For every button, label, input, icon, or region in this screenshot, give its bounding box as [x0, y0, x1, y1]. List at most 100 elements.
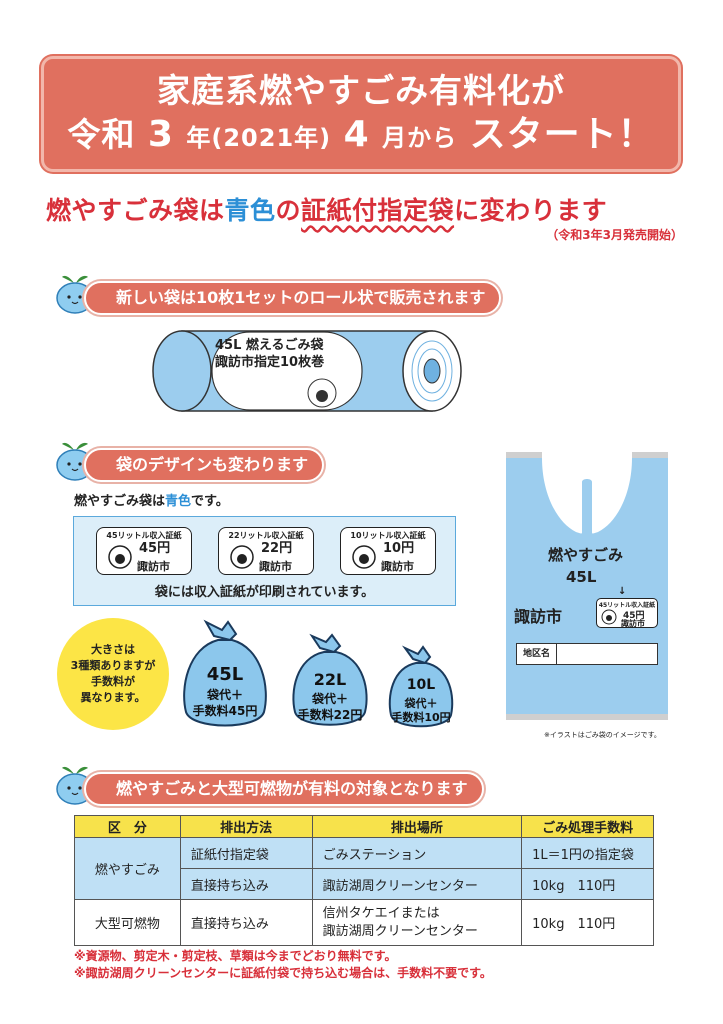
bag-line2: 手数料10円 — [391, 711, 451, 724]
release-note: （令和3年3月発売開始） — [546, 228, 683, 242]
banner-title-line1: 家庭系燃やすごみ有料化が — [157, 70, 565, 110]
stamp-title: 45リットル収入証紙 — [106, 531, 182, 540]
table-header-row: 区 分 排出方法 排出場所 ごみ処理手数料 — [74, 815, 654, 838]
title-banner: 家庭系燃やすごみ有料化が 令和 3 年(2021年) 4 月から スタート！ — [41, 56, 681, 172]
stamps-caption: 袋には収入証紙が印刷されています。 — [154, 585, 375, 600]
header-place: 排出場所 — [311, 815, 523, 838]
subheading: 燃やすごみ袋は青色の証紙付指定袋に変わります — [46, 191, 686, 227]
section-title-roll: 新しい袋は10枚1セットのロール状で販売されます — [84, 281, 502, 315]
desc-blue: 青色 — [165, 494, 192, 509]
header-category: 区 分 — [74, 815, 181, 838]
fee-table: 区 分 排出方法 排出場所 ごみ処理手数料 燃やすごみ 証紙付指定袋 ごみステー… — [74, 815, 654, 946]
cell-place: ごみステーション — [311, 837, 523, 869]
desc-part3: です。 — [191, 494, 229, 509]
cell-place: 信州タケエイまたは 諏訪湖周クリーンセンター — [311, 899, 523, 946]
section-title-targets: 燃やすごみと大型可燃物が有料の対象となります — [84, 772, 484, 806]
bag-size: 45L — [206, 664, 244, 685]
city-emblem-icon — [108, 545, 132, 569]
bag-line1: 袋代＋ — [206, 688, 243, 702]
subhead-part5: に変わります — [454, 196, 608, 225]
city-emblem-icon — [601, 609, 617, 625]
bag-line1: 袋代＋ — [311, 692, 348, 706]
tied-bag-icon — [388, 645, 454, 728]
tied-bag-icon — [183, 619, 267, 727]
city-emblem-icon — [230, 545, 254, 569]
design-description: 燃やすごみ袋は青色です。 — [74, 490, 229, 509]
notice-line: 手数料が — [91, 675, 135, 688]
cell-place-line1: 信州タケエイまたは — [322, 905, 440, 921]
stamp-price: 10円 — [383, 541, 415, 556]
cell-fee: 10kg 110円 — [521, 899, 654, 946]
cell-place: 諏訪湖周クリーンセンター — [311, 868, 523, 900]
city-emblem-icon — [352, 545, 376, 569]
district-label: 地区名 — [517, 644, 557, 664]
banner-start: スタート！ — [469, 113, 655, 155]
bag-title: 燃やすごみ — [548, 546, 624, 564]
district-field: 地区名 — [516, 643, 658, 665]
stamp-title: 10リットル収入証紙 — [350, 531, 426, 540]
cell-method: 直接持ち込み — [179, 899, 313, 946]
subhead-part1: 燃やすごみ袋は — [46, 196, 225, 225]
cell-category: 大型可燃物 — [74, 899, 181, 946]
cell-fee: 10kg 110円 — [521, 868, 654, 900]
stamp-10l: 10リットル収入証紙 10円 諏訪市 — [340, 527, 436, 575]
bag-size: 22L — [313, 670, 347, 689]
bag-city: 諏訪市 — [514, 607, 563, 626]
roll-label: 45L 燃えるごみ袋 諏訪市指定10枚巻 — [215, 337, 324, 371]
subhead-blue: 青色 — [224, 196, 276, 225]
stamp-45l: 45リットル収入証紙 45円 諏訪市 — [96, 527, 192, 575]
stamps-panel: 45リットル収入証紙 45円 諏訪市 22リットル収入証紙 22円 諏訪市 10… — [73, 516, 456, 606]
banner-year-num: 3 — [147, 113, 174, 155]
roll-label-line1: 45L 燃えるごみ袋 — [215, 338, 324, 353]
bag-stamp-title: 45リットル収入証紙 — [598, 602, 656, 609]
subhead-designated-bag: 証紙付指定袋 — [301, 196, 455, 225]
cell-method: 直接持ち込み — [179, 868, 313, 900]
stamp-title: 22リットル収入証紙 — [228, 531, 304, 540]
notice-line: 異なります。 — [80, 691, 146, 704]
cell-place-line2: 諏訪湖周クリーンセンター — [322, 923, 478, 939]
notice-line: 3種類ありますが — [70, 659, 156, 672]
notice-line: 大きさは — [91, 643, 135, 656]
stamp-city: 諏訪市 — [381, 560, 414, 573]
tied-bag-icon — [292, 633, 368, 726]
cell-category: 燃やすごみ — [74, 837, 181, 900]
banner-month-num: 4 — [343, 113, 370, 155]
bag-roll-illustration — [152, 330, 462, 412]
subhead-part3: の — [275, 196, 302, 225]
bag-line1: 袋代＋ — [404, 697, 438, 710]
size-notice-text: 大きさは 3種類ありますが 手数料が 異なります。 — [71, 642, 156, 706]
bag-design-illustration — [506, 452, 668, 720]
mascot-icon — [56, 766, 94, 805]
stamp-price: 22円 — [261, 541, 293, 556]
section-title-design: 袋のデザインも変わります — [84, 448, 325, 482]
cell-method: 証紙付指定袋 — [179, 837, 313, 869]
cell-fee: 1L＝1円の指定袋 — [521, 837, 654, 869]
bag-22l: 22L 袋代＋ 手数料22円 — [288, 632, 372, 732]
banner-year-text: 年(2021年) — [186, 123, 332, 152]
banner-reiwa: 令和 — [67, 114, 136, 154]
mascot-icon — [56, 442, 94, 481]
header-fee: ごみ処理手数料 — [521, 815, 654, 838]
bag-45l: 45L 袋代＋ 手数料45円 — [178, 618, 272, 734]
stamp-22l: 22リットル収入証紙 22円 諏訪市 — [218, 527, 314, 575]
size-notice-circle: 大きさは 3種類ありますが 手数料が 異なります。 — [57, 618, 169, 730]
banner-month-text: 月から — [382, 123, 458, 152]
roll-label-line2: 諏訪市指定10枚巻 — [215, 355, 325, 370]
bag-line2: 手数料22円 — [297, 708, 363, 722]
footnotes: ※資源物、剪定木・剪定枝、草類は今までどおり無料です。 ※諏訪湖周クリーンセンタ… — [74, 948, 492, 982]
header-method: 排出方法 — [179, 815, 313, 838]
table-row: 直接持ち込み 諏訪湖周クリーンセンター 10kg 110円 — [75, 868, 654, 900]
arrow-down-icon: ↓ — [618, 586, 627, 597]
bag-line2: 手数料45円 — [192, 704, 258, 718]
banner-title-line2: 令和 3 年(2021年) 4 月から スタート！ — [67, 113, 654, 160]
table-row: 大型可燃物 直接持ち込み 信州タケエイまたは 諏訪湖周クリーンセンター 10kg… — [74, 899, 654, 946]
bag-stamp-city: 諏訪市 — [621, 619, 645, 628]
bag-size: 10L — [406, 677, 436, 693]
bag-10l: 10L 袋代＋ 手数料10円 — [385, 645, 457, 733]
stamp-price: 45円 — [139, 541, 171, 556]
footnote: ※資源物、剪定木・剪定枝、草類は今までどおり無料です。 — [74, 949, 397, 963]
stamp-city: 諏訪市 — [259, 560, 292, 573]
bag-stamp: 45リットル収入証紙 45円 諏訪市 — [596, 598, 658, 628]
bag-size-label: 45L — [566, 568, 597, 586]
bag-stamp-price: 45円 — [623, 611, 645, 621]
